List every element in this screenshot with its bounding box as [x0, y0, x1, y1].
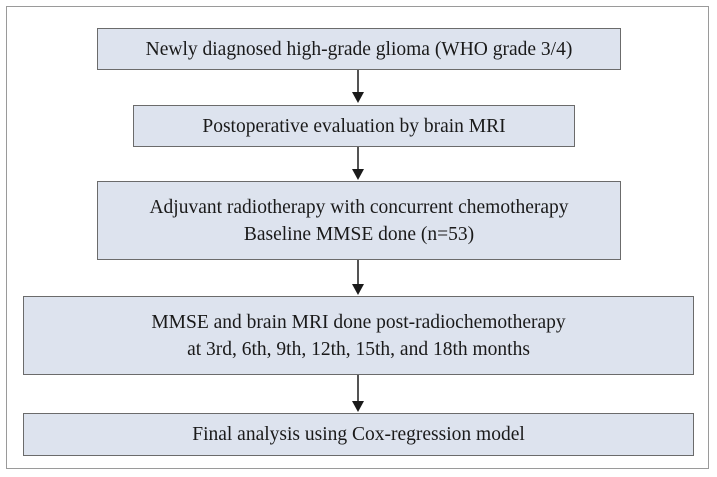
- step-final-analysis-box: Final analysis using Cox-regression mode…: [23, 413, 694, 456]
- step-followup-box: MMSE and brain MRI done post-radiochemot…: [23, 296, 694, 375]
- arrow-down-icon: [349, 70, 367, 104]
- step-diagnosis-text: Newly diagnosed high-grade glioma (WHO g…: [145, 38, 573, 60]
- step-radiotherapy-line-1: Adjuvant radiotherapy with concurrent ch…: [149, 196, 569, 218]
- step-postoperative-mri-text: Postoperative evaluation by brain MRI: [202, 115, 506, 137]
- step-followup-line-1: MMSE and brain MRI done post-radiochemot…: [151, 311, 566, 333]
- step-radiotherapy-box: Adjuvant radiotherapy with concurrent ch…: [97, 181, 621, 260]
- arrow-down-icon: [349, 260, 367, 296]
- arrow-down-icon: [349, 375, 367, 413]
- step-followup-line-2: at 3rd, 6th, 9th, 12th, 15th, and 18th m…: [187, 338, 530, 360]
- arrow-down-icon: [349, 147, 367, 181]
- step-diagnosis-box: Newly diagnosed high-grade glioma (WHO g…: [97, 28, 621, 70]
- step-radiotherapy-line-2: Baseline MMSE done (n=53): [243, 223, 475, 245]
- step-postoperative-mri-box: Postoperative evaluation by brain MRI: [133, 105, 575, 147]
- step-final-analysis-text: Final analysis using Cox-regression mode…: [192, 424, 525, 445]
